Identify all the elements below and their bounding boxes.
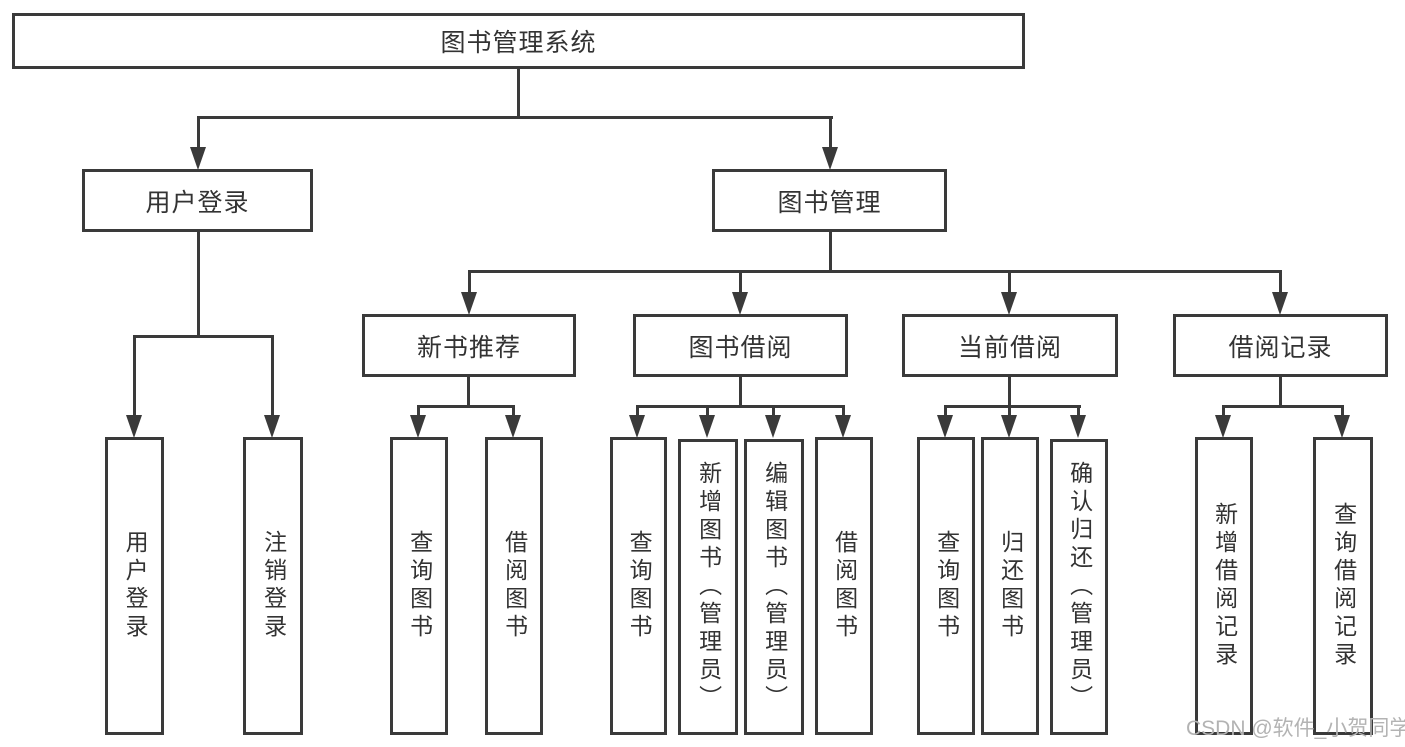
node-borrow-record-label: 借阅记录 [1228, 333, 1333, 362]
connector-drop-add-books [706, 407, 709, 417]
leaf-return-books: 归还图书 [981, 437, 1039, 735]
node-user-login-label: 用户登录 [145, 188, 250, 217]
arrow-down-leaf-logout [264, 415, 280, 438]
leaf-logout: 注销登录 [243, 437, 303, 735]
arrow-down-user-login [190, 147, 206, 170]
leaf-add-borrow-record-label: 新增借阅记录 [1211, 502, 1238, 670]
connector-drop-borrow-books-2 [842, 407, 845, 417]
connector-book-management-stem [829, 232, 832, 272]
node-book-management: 图书管理 [712, 169, 947, 232]
leaf-edit-books-admin: 编辑图书（管理员） [744, 439, 804, 735]
node-borrow-record: 借阅记录 [1173, 314, 1388, 377]
arrow-down-return-books [1001, 415, 1017, 438]
arrow-down-query-books-1 [410, 415, 426, 438]
node-user-login: 用户登录 [82, 169, 313, 232]
leaf-confirm-return-admin: 确认归还（管理员） [1050, 439, 1108, 735]
node-book-borrow-label: 图书借阅 [688, 333, 793, 362]
arrow-down-query-books-2 [629, 415, 645, 438]
leaf-add-books-admin-label: 新增图书（管理员） [695, 461, 722, 713]
leaf-borrow-books-2-label: 借阅图书 [831, 530, 858, 642]
connector-borrow-record-stem [1279, 377, 1282, 407]
connector-drop-add-record [1222, 407, 1225, 417]
leaf-add-books-admin: 新增图书（管理员） [678, 439, 738, 735]
connector-drop-book-borrow [739, 272, 742, 294]
node-root-label: 图书管理系统 [440, 29, 597, 57]
arrow-down-current-borrow [1001, 292, 1017, 315]
connector-book-borrow-stem [739, 377, 742, 407]
connector-current-borrow-rail [944, 405, 1081, 408]
leaf-query-books-1: 查询图书 [390, 437, 448, 735]
connector-user-login-stem [197, 232, 200, 338]
arrow-down-borrow-record [1272, 292, 1288, 315]
connector-current-borrow-stem [1008, 377, 1011, 407]
arrow-down-add-books [699, 415, 715, 438]
arrow-down-new-book [461, 292, 477, 315]
leaf-edit-books-admin-label: 编辑图书（管理员） [761, 461, 788, 713]
connector-drop-return-books [1008, 407, 1011, 417]
arrow-down-leaf-user-login [126, 415, 142, 438]
leaf-query-books-3: 查询图书 [917, 437, 975, 735]
connector-book-management-rail [468, 270, 1282, 273]
arrow-down-confirm-return [1070, 415, 1086, 438]
connector-drop-book-management [829, 118, 832, 149]
watermark: CSDN @软件_小贺同学 [1186, 717, 1405, 740]
leaf-query-books-1-label: 查询图书 [406, 530, 433, 642]
connector-user-login-rail [133, 335, 274, 338]
arrow-down-borrow-books-2 [835, 415, 851, 438]
leaf-user-login-label: 用户登录 [122, 530, 149, 642]
node-book-borrow: 图书借阅 [633, 314, 848, 377]
connector-book-borrow-rail [636, 405, 845, 408]
connector-new-book-rail [417, 405, 515, 408]
connector-drop-user-login [197, 118, 200, 149]
connector-drop-new-book [468, 272, 471, 294]
connector-drop-borrow-record [1279, 272, 1282, 294]
connector-drop-query-books-1 [417, 407, 420, 417]
arrow-down-book-borrow [732, 292, 748, 315]
connector-drop-leaf-user-login [133, 337, 136, 417]
arrow-down-borrow-books-1 [505, 415, 521, 438]
leaf-borrow-books-2: 借阅图书 [815, 437, 873, 735]
leaf-query-books-2: 查询图书 [610, 437, 667, 735]
leaf-borrow-books-1-label: 借阅图书 [501, 530, 528, 642]
leaf-return-books-label: 归还图书 [997, 530, 1024, 642]
connector-new-book-stem [467, 377, 470, 407]
leaf-query-books-3-label: 查询图书 [933, 530, 960, 642]
leaf-borrow-books-1: 借阅图书 [485, 437, 543, 735]
node-book-management-label: 图书管理 [777, 188, 882, 217]
connector-drop-leaf-logout [271, 337, 274, 417]
arrow-down-edit-books [765, 415, 781, 438]
leaf-query-borrow-record: 查询借阅记录 [1313, 437, 1373, 735]
connector-drop-query-books-3 [944, 407, 947, 417]
arrow-down-book-management [822, 147, 838, 170]
connector-root-stem [517, 69, 520, 119]
leaf-add-borrow-record: 新增借阅记录 [1195, 437, 1253, 735]
connector-drop-borrow-books-1 [512, 407, 515, 417]
leaf-logout-label: 注销登录 [260, 530, 287, 642]
node-root: 图书管理系统 [12, 13, 1025, 69]
leaf-query-borrow-record-label: 查询借阅记录 [1330, 502, 1357, 670]
connector-borrow-record-rail [1222, 405, 1344, 408]
node-current-borrow: 当前借阅 [902, 314, 1118, 377]
arrow-down-query-books-3 [937, 415, 953, 438]
arrow-down-add-record [1215, 415, 1231, 438]
node-new-book-recommend-label: 新书推荐 [416, 333, 521, 362]
connector-drop-current-borrow [1008, 272, 1011, 294]
connector-drop-edit-books [772, 407, 775, 417]
node-current-borrow-label: 当前借阅 [957, 333, 1062, 362]
connector-drop-query-record [1341, 407, 1344, 417]
leaf-confirm-return-admin-label: 确认归还（管理员） [1066, 461, 1093, 713]
leaf-user-login: 用户登录 [105, 437, 164, 735]
connector-root-rail [197, 116, 833, 119]
arrow-down-query-record [1334, 415, 1350, 438]
connector-drop-query-books-2 [636, 407, 639, 417]
node-new-book-recommend: 新书推荐 [362, 314, 576, 377]
leaf-query-books-2-label: 查询图书 [626, 530, 653, 642]
connector-drop-confirm-return [1077, 407, 1080, 417]
